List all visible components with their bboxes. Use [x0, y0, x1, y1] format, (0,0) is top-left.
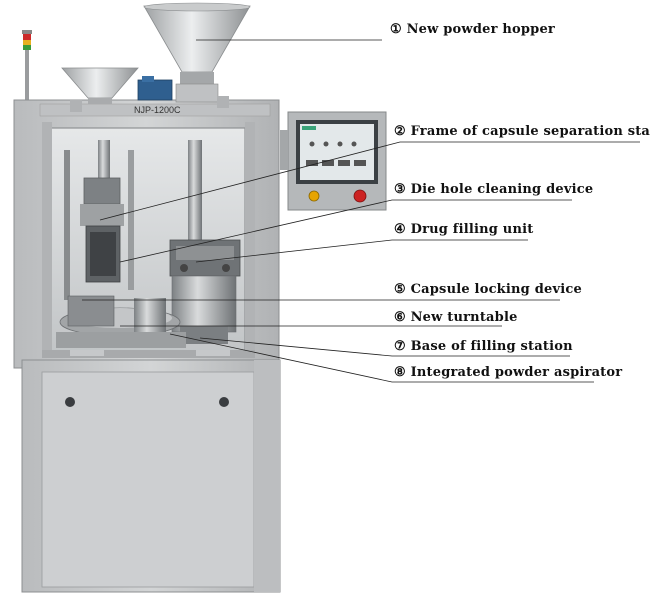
callout-number: ① [390, 22, 402, 37]
callout-number: ④ [394, 222, 406, 237]
callout-number: ⑥ [394, 310, 406, 325]
callout-3: ③ Die hole cleaning device [394, 182, 593, 197]
powder-aspirator [56, 332, 230, 356]
callout-text: Integrated powder aspirator [410, 365, 623, 380]
callout-6: ⑥ New turntable [394, 310, 518, 325]
callout-5: ⑤ Capsule locking device [394, 282, 582, 297]
callout-number: ⑦ [394, 339, 406, 354]
callout-4: ④ Drug filling unit [394, 222, 533, 237]
callout-text: New turntable [410, 310, 518, 325]
callout-8: ⑧ Integrated powder aspirator [394, 365, 622, 380]
leader-4 [195, 239, 528, 263]
callout-number: ⑧ [394, 365, 406, 380]
callout-1: ① New powder hopper [390, 22, 555, 37]
lower-cabinet [21, 359, 281, 593]
side-post [70, 96, 229, 112]
callout-7: ⑦ Base of filling station [394, 339, 573, 354]
filling-station-base [171, 275, 237, 344]
callout-text: Base of filling station [410, 339, 573, 354]
callout-text: Frame of capsule separation station [410, 124, 650, 139]
stop-button[interactable] [353, 189, 367, 203]
capsule-separation-station [64, 140, 134, 300]
leader-2 [99, 141, 640, 221]
small-hopper [61, 67, 139, 104]
callout-text: Capsule locking device [410, 282, 582, 297]
control-panel [280, 111, 387, 211]
turntable [59, 295, 181, 337]
callout-text: New powder hopper [406, 22, 555, 37]
callout-number: ② [394, 124, 406, 139]
leader-7 [199, 337, 570, 357]
leader-lines [82, 39, 640, 383]
callout-2: ② Frame of capsule separation station [394, 124, 650, 139]
new-powder-hopper [143, 2, 251, 103]
motor [137, 76, 173, 101]
signal-tower [22, 30, 32, 100]
callout-text: Drug filling unit [410, 222, 534, 237]
start-button[interactable] [308, 190, 320, 202]
callout-number: ③ [394, 182, 406, 197]
callout-text: Die hole cleaning device [410, 182, 594, 197]
model-plate: NJP-1200C [134, 105, 181, 115]
callout-number: ⑤ [394, 282, 406, 297]
leader-8 [169, 333, 594, 383]
leader-3 [119, 199, 572, 263]
